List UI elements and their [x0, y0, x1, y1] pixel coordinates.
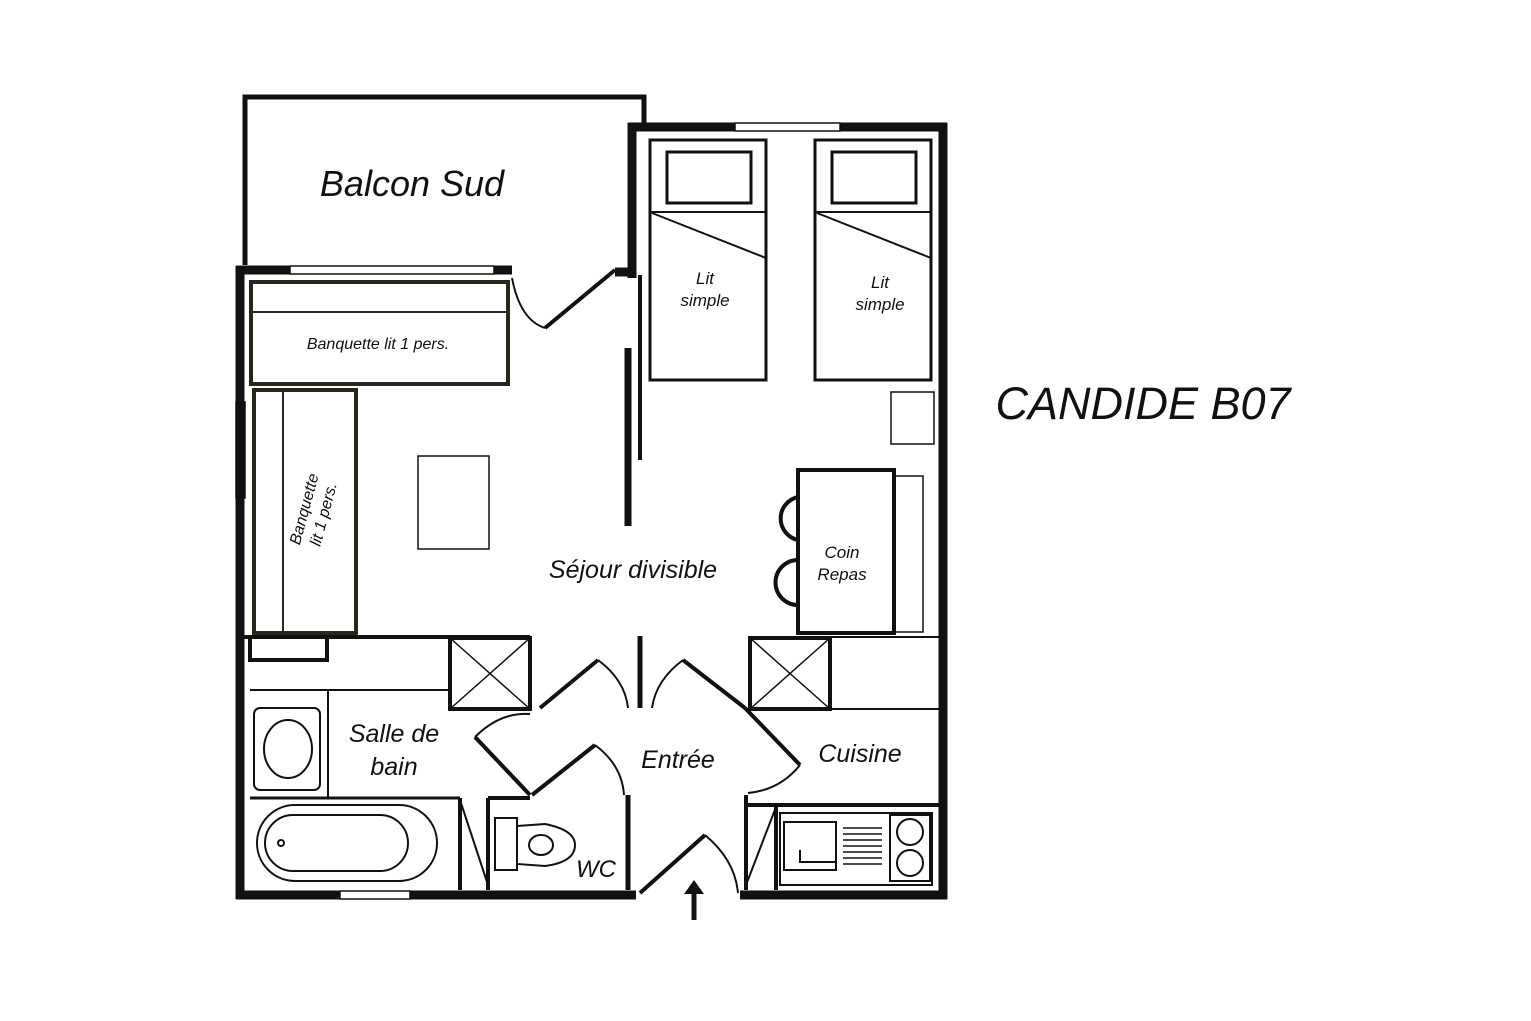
balcony-door [511, 268, 617, 330]
windows [235, 122, 841, 900]
label-lit1-a: Lit [696, 269, 715, 288]
label-banquette-top: Banquette lit 1 pers. [307, 336, 449, 353]
coffee-table [417, 455, 490, 550]
kitchen-counter [779, 812, 933, 886]
balcony [242, 94, 647, 265]
banquette-side [252, 388, 358, 635]
label-coin-a: Coin [825, 543, 860, 562]
label-wc: WC [576, 856, 617, 883]
label-lit2-a: Lit [871, 273, 890, 292]
label-lit2-b: simple [855, 295, 904, 314]
banquette-top [249, 280, 510, 386]
label-entree: Entrée [641, 746, 715, 774]
label-sdb-b: bain [370, 753, 417, 781]
interior-walls [240, 635, 940, 895]
label-sejour: Séjour divisible [549, 556, 717, 584]
bed-2 [813, 138, 933, 382]
dining-table [773, 468, 924, 635]
nightstand [890, 391, 935, 445]
title: CANDIDE B07 [995, 378, 1292, 429]
label-lit1-b: simple [680, 291, 729, 310]
label-balcon: Balcon Sud [320, 163, 505, 204]
outer-walls [235, 122, 948, 900]
toilet [494, 817, 577, 871]
label-cuisine: Cuisine [818, 740, 901, 768]
bathtub [256, 804, 438, 882]
label-sdb-a: Salle de [349, 720, 439, 748]
washbasin [253, 707, 321, 791]
entry-arrow-icon [684, 880, 704, 920]
bed-1 [648, 138, 768, 382]
label-coin-b: Repas [817, 565, 867, 584]
